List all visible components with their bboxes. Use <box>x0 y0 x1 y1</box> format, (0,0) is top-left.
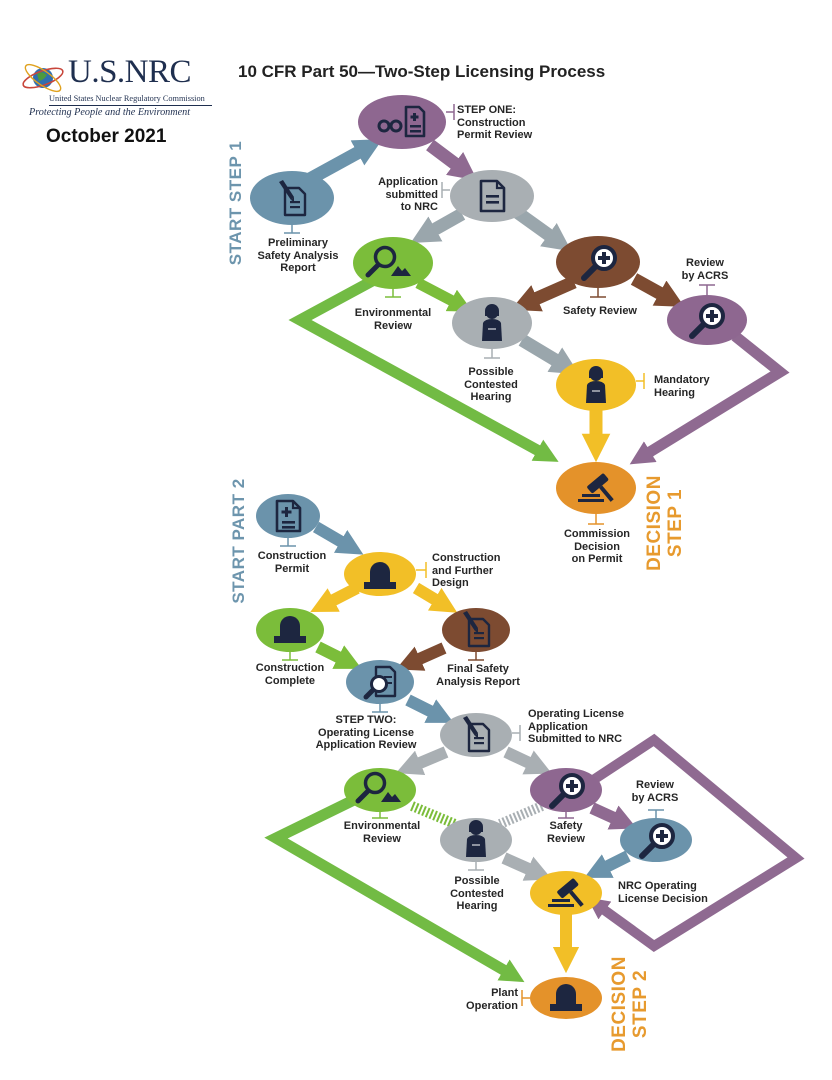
node-contested-hearing-1 <box>452 297 532 359</box>
logo-tagline: Protecting People and the Environment <box>29 107 191 118</box>
arrow-design-to-fsar <box>412 582 458 613</box>
connectors <box>264 139 805 983</box>
arrow-olapp-to-safety <box>503 746 552 775</box>
arrow-permit-to-design <box>312 521 364 555</box>
node-step-one <box>358 95 455 149</box>
nodes <box>250 95 747 1019</box>
arrow-fsar-to-steptwo <box>395 642 447 671</box>
arrow-application-to-env <box>410 208 466 244</box>
node-acrs-review-1 <box>667 284 747 345</box>
arrow-safety-to-acrs <box>630 273 685 307</box>
purple-loop-step2 <box>575 733 805 953</box>
node-commission-decision <box>556 462 636 525</box>
page-title: 10 CFR Part 50—Two-Step Licensing Proces… <box>238 62 606 81</box>
node-contested-hearing-2 <box>440 818 512 871</box>
arrow-env-to-hearing <box>415 278 473 312</box>
logo-wordmark: U.S.NRC <box>68 54 192 90</box>
node-safety-review-2 <box>530 768 602 819</box>
start-part2-label: START PART 2 <box>229 478 248 604</box>
publication-date: October 2021 <box>46 126 167 147</box>
atom-globe-icon <box>22 63 64 93</box>
node-acrs-review-2 <box>620 809 692 862</box>
arrow-step-one-to-application <box>426 139 478 181</box>
start-step1-label: START STEP 1 <box>226 140 245 266</box>
node-env-review-2 <box>344 768 416 819</box>
arrow-steptwo-to-olapp <box>405 694 454 723</box>
node-construction-design <box>344 552 427 596</box>
node-construction-permit <box>256 494 320 547</box>
arrow-design-to-complete <box>310 582 360 613</box>
label-safety-review-1: Safety Review <box>563 305 637 317</box>
node-ol-decision <box>530 871 602 915</box>
arrow-application-to-safety <box>510 204 572 252</box>
arrow-acrs-to-oldecision <box>584 850 631 878</box>
arrow-olapp-to-env <box>395 746 449 776</box>
green-path-step2 <box>264 791 525 983</box>
node-fsar <box>442 608 510 661</box>
arrow-complete-to-steptwo <box>315 641 362 669</box>
node-application <box>441 170 534 222</box>
logo-subtitle: United States Nuclear Regulatory Commiss… <box>49 94 205 103</box>
node-mandatory-hearing <box>556 359 645 411</box>
purple-path-step1 <box>629 331 790 465</box>
arrow-safety-to-hearing <box>510 276 577 312</box>
node-env-review-1 <box>353 237 433 298</box>
node-step-two <box>346 660 414 713</box>
arrow-safety-to-acrs-2 <box>589 802 638 830</box>
node-psar <box>250 171 334 234</box>
arrow-contested-to-mandatory <box>518 334 580 375</box>
node-plant-operation <box>521 977 602 1019</box>
green-path-step1 <box>288 275 559 462</box>
node-construction-complete <box>256 608 324 661</box>
dashed-safety-to-hearing <box>498 801 544 829</box>
logo-divider <box>49 105 212 106</box>
node-ol-application <box>440 713 521 757</box>
arrow-hearing-to-oldecision <box>501 852 553 881</box>
nrc-logo: U.S.NRC United States Nuclear Regulatory… <box>20 52 212 122</box>
node-safety-review-1 <box>556 236 640 298</box>
arrow-psar-to-step-one <box>304 139 383 186</box>
